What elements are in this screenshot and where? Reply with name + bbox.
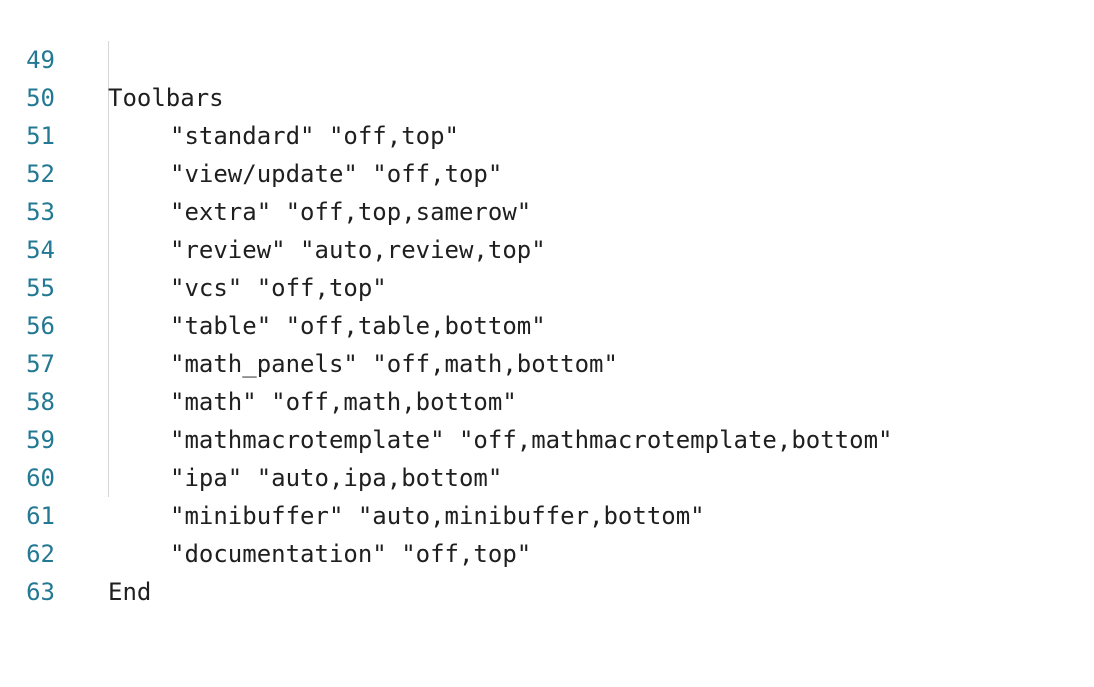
code-line[interactable]: 55 "table" "off,table,bottom": [0, 231, 1094, 340]
code-line[interactable]: 60 "minibuffer" "auto,minibuffer,bottom": [0, 421, 1094, 530]
line-number: 54: [26, 236, 55, 264]
code-line[interactable]: 61 "documentation" "off,top": [0, 459, 1094, 568]
code-line[interactable]: 50 "standard" "off,top": [0, 41, 1094, 150]
code-editor[interactable]: 49 Toolbars 50 "standard" "off,top" 51 "…: [0, 3, 1094, 606]
line-number: 56: [26, 312, 55, 340]
line-number: 63: [26, 578, 55, 606]
code-line[interactable]: 63: [0, 535, 1094, 606]
line-number: 52: [26, 160, 55, 188]
indent-guide: [108, 41, 109, 497]
line-text[interactable]: Toolbars: [108, 84, 224, 112]
line-number: 59: [26, 426, 55, 454]
line-number: 61: [26, 502, 55, 530]
line-text[interactable]: "math" "off,math,bottom": [170, 388, 517, 416]
code-line[interactable]: 58 "mathmacrotemplate" "off,mathmacrotem…: [0, 345, 1094, 454]
line-text[interactable]: "minibuffer" "auto,minibuffer,bottom": [170, 502, 705, 530]
line-text[interactable]: "extra" "off,top,samerow": [170, 198, 532, 226]
code-line[interactable]: 54 "vcs" "off,top": [0, 193, 1094, 302]
code-line[interactable]: 56 "math_panels" "off,math,bottom": [0, 269, 1094, 378]
line-text[interactable]: "mathmacrotemplate" "off,mathmacrotempla…: [170, 426, 893, 454]
code-line[interactable]: 51 "view/update" "off,top": [0, 79, 1094, 188]
line-text[interactable]: "ipa" "auto,ipa,bottom": [170, 464, 503, 492]
line-number: 49: [26, 46, 55, 74]
line-number: 60: [26, 464, 55, 492]
line-text[interactable]: "math_panels" "off,math,bottom": [170, 350, 618, 378]
line-text[interactable]: "table" "off,table,bottom": [170, 312, 546, 340]
line-text[interactable]: "review" "auto,review,top": [170, 236, 546, 264]
line-number: 62: [26, 540, 55, 568]
line-number: 50: [26, 84, 55, 112]
line-text[interactable]: End: [108, 578, 152, 606]
line-text[interactable]: "vcs" "off,top": [170, 274, 387, 302]
code-line[interactable]: 57 "math" "off,math,bottom": [0, 307, 1094, 416]
code-line[interactable]: 49 Toolbars: [0, 3, 1094, 112]
line-number: 57: [26, 350, 55, 378]
code-line[interactable]: 62 End: [0, 497, 1094, 606]
line-number: 53: [26, 198, 55, 226]
line-text[interactable]: "documentation" "off,top": [170, 540, 532, 568]
code-line[interactable]: 53 "review" "auto,review,top": [0, 155, 1094, 264]
line-text[interactable]: "view/update" "off,top": [170, 160, 503, 188]
line-number: 58: [26, 388, 55, 416]
code-line[interactable]: 59 "ipa" "auto,ipa,bottom": [0, 383, 1094, 492]
line-text[interactable]: "standard" "off,top": [170, 122, 459, 150]
line-number: 55: [26, 274, 55, 302]
line-number: 51: [26, 122, 55, 150]
code-line[interactable]: 52 "extra" "off,top,samerow": [0, 117, 1094, 226]
